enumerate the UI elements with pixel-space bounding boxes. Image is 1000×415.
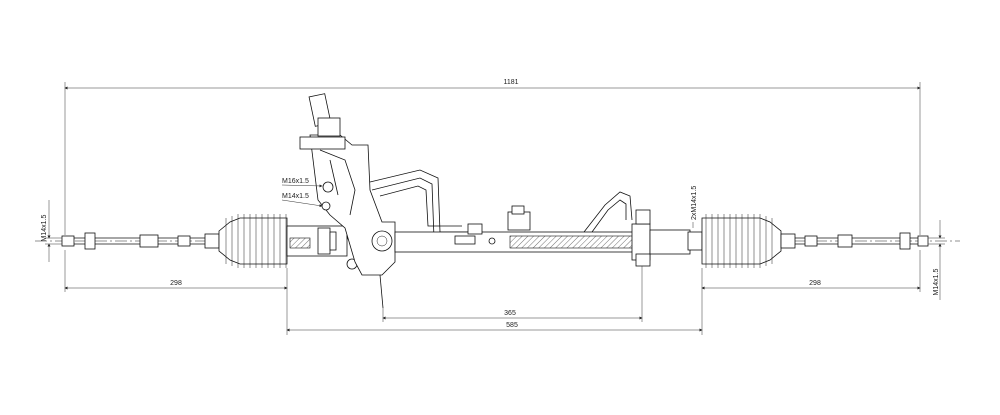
dimension-mount-span: 585	[286, 322, 703, 332]
right-tie-rod	[780, 232, 929, 250]
left-tie-rod	[61, 232, 220, 250]
mount-thread-callout: 2xM14x1.5	[691, 186, 698, 228]
right-boot	[701, 214, 782, 268]
hydraulic-pipes	[369, 169, 633, 239]
dimension-left-tie-rod-label: 298	[170, 280, 182, 287]
rack-cylinder	[394, 205, 703, 267]
left-thread-label: M14x1.5	[41, 214, 48, 241]
valve-housing	[299, 93, 396, 309]
dimension-left-tie-rod: 298	[64, 250, 288, 335]
dimension-overall: 1181	[64, 79, 921, 235]
dimension-center-span: 365	[382, 266, 643, 322]
mount-thread-label: 2xM14x1.5	[691, 186, 698, 220]
left-boot	[218, 214, 288, 268]
port-pressure-label: M16x1.5	[282, 178, 309, 185]
left-thread-dimension: M14x1.5	[41, 200, 62, 262]
dimension-right-tie-rod-label: 298	[809, 280, 821, 287]
dimension-mount-span-label: 585	[506, 322, 518, 329]
dimension-overall-label: 1181	[503, 79, 518, 86]
right-thread-label: M14x1.5	[933, 268, 940, 295]
dimension-center-span-label: 365	[504, 310, 516, 317]
right-thread-dimension: M14x1.5	[928, 220, 945, 300]
port-return-label: M14x1.5	[282, 193, 309, 200]
port-callouts: M16x1.5 M14x1.5	[281, 178, 323, 208]
dimension-right-tie-rod: 298	[701, 250, 921, 335]
